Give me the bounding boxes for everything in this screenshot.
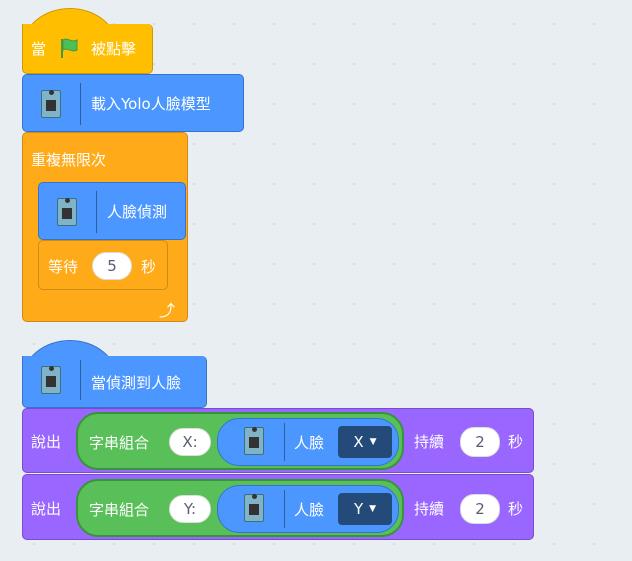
green-flag-icon bbox=[61, 38, 78, 58]
caret-down-icon: ▼ bbox=[369, 437, 377, 447]
for-label: 持續 bbox=[414, 500, 445, 518]
clicked-label: 被點擊 bbox=[91, 40, 137, 58]
join-reporter[interactable]: 字串組合 X: 人臉 X▼ bbox=[76, 412, 404, 470]
wait-seconds-input[interactable]: 5 bbox=[92, 252, 132, 280]
face-detect-block[interactable]: 人臉偵測 bbox=[38, 182, 186, 240]
device-icon bbox=[41, 90, 61, 118]
join-text-input[interactable]: Y: bbox=[169, 495, 211, 523]
face-reporter[interactable]: 人臉 Y▼ bbox=[217, 485, 399, 533]
device-icon bbox=[57, 198, 77, 226]
axis-dropdown[interactable]: Y▼ bbox=[338, 493, 392, 525]
seconds-label: 秒 bbox=[508, 500, 524, 518]
wait-label: 等待 bbox=[48, 258, 79, 276]
hat-label: 當偵測到人臉 bbox=[91, 374, 182, 392]
wait-block[interactable]: 等待 5 秒 bbox=[38, 240, 168, 290]
say-for-secs-block[interactable]: 說出 字串組合 Y: 人臉 Y▼ 持續 2 秒 bbox=[22, 474, 534, 540]
join-text-input[interactable]: X: bbox=[169, 428, 211, 456]
when-face-detected-block[interactable]: 當偵測到人臉 bbox=[22, 356, 207, 408]
axis-dropdown[interactable]: X▼ bbox=[338, 426, 392, 458]
when-flag-clicked-block[interactable]: 當 被點擊 bbox=[22, 24, 153, 74]
detect-label: 人臉偵測 bbox=[107, 203, 168, 221]
load-model-label: 載入Yolo人臉模型 bbox=[91, 95, 211, 113]
say-for-secs-block[interactable]: 說出 字串組合 X: 人臉 X▼ 持續 2 秒 bbox=[22, 408, 534, 473]
seconds-label: 秒 bbox=[141, 258, 157, 276]
load-yolo-model-block[interactable]: 載入Yolo人臉模型 bbox=[22, 74, 244, 132]
join-reporter[interactable]: 字串組合 Y: 人臉 Y▼ bbox=[76, 479, 404, 537]
loop-arrow-icon: ⤴ bbox=[159, 301, 176, 320]
forever-label: 重複無限次 bbox=[31, 151, 107, 169]
seconds-label: 秒 bbox=[508, 433, 524, 451]
device-icon bbox=[244, 427, 264, 455]
device-icon bbox=[244, 494, 264, 522]
duration-input[interactable]: 2 bbox=[460, 494, 500, 524]
face-label: 人臉 bbox=[294, 434, 325, 452]
face-label: 人臉 bbox=[294, 501, 325, 519]
join-label: 字串組合 bbox=[89, 501, 150, 519]
say-label: 說出 bbox=[31, 433, 62, 451]
caret-down-icon: ▼ bbox=[369, 504, 377, 514]
for-label: 持續 bbox=[414, 433, 445, 451]
axis-value: X bbox=[353, 433, 364, 451]
join-label: 字串組合 bbox=[89, 434, 150, 452]
say-label: 說出 bbox=[31, 500, 62, 518]
when-label: 當 bbox=[31, 40, 47, 58]
face-reporter[interactable]: 人臉 X▼ bbox=[217, 418, 399, 466]
axis-value: Y bbox=[353, 500, 364, 518]
device-icon bbox=[41, 366, 61, 394]
duration-input[interactable]: 2 bbox=[460, 427, 500, 457]
